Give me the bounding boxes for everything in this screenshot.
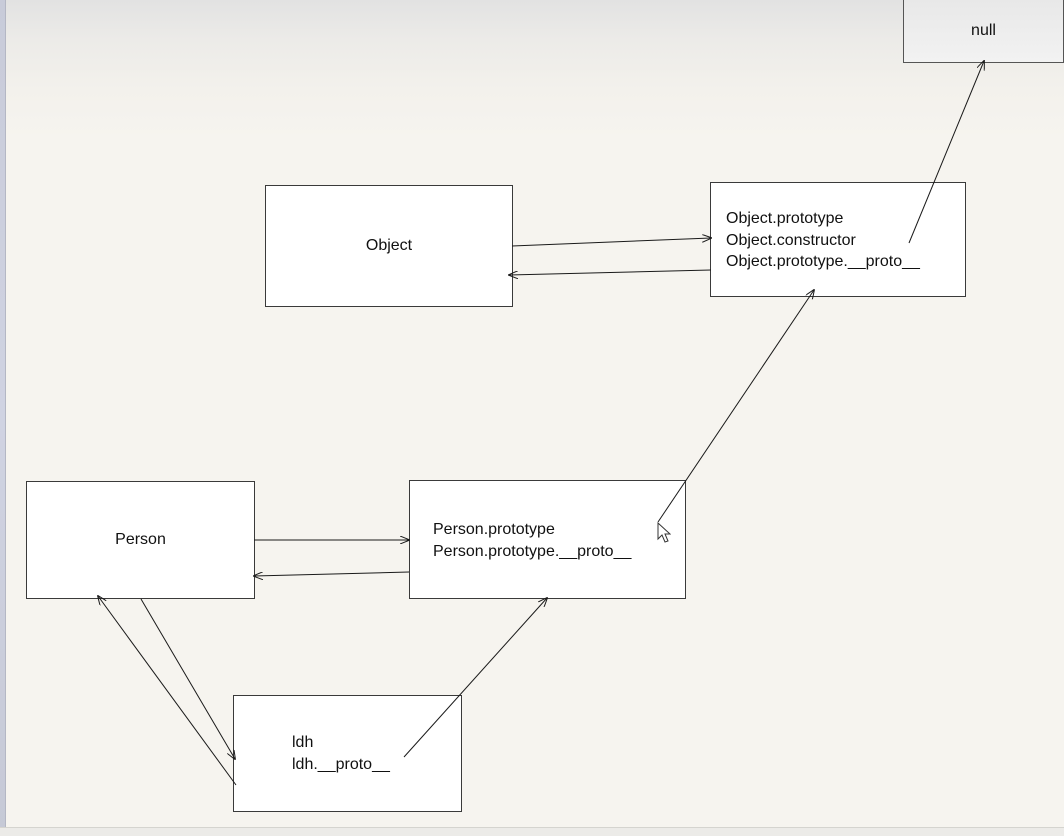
window-bottom-edge	[0, 827, 1064, 836]
person-label: Person	[115, 531, 166, 548]
mouse-pointer-icon	[657, 522, 671, 543]
person-prototype-line: Person.prototype	[433, 521, 555, 538]
object-label: Object	[365, 237, 413, 254]
arrow-object-prototype-to-object	[509, 269, 712, 275]
person-prototype-node[interactable]: Person.prototype Person.prototype.__prot…	[409, 480, 686, 599]
person-prototype-proto-line: Person.prototype.__proto__	[433, 542, 632, 560]
object-prototype-line: Object.prototype	[726, 210, 844, 227]
ldh-proto-line: ldh.__proto__	[292, 755, 390, 773]
ldh-line: ldh	[292, 734, 314, 751]
arrow-person-to-ldh	[140, 598, 235, 759]
ldh-node[interactable]: ldh ldh.__proto__	[233, 695, 462, 812]
arrow-person-prototype-to-person	[254, 571, 410, 576]
arrow-ldh-to-person	[98, 596, 237, 786]
null-node[interactable]: null	[903, 0, 1064, 63]
null-label: null	[971, 21, 996, 39]
object-prototype-node[interactable]: Object.prototype Object.constructor Obje…	[710, 182, 966, 297]
window-left-edge	[0, 0, 6, 836]
arrow-object-to-object-prototype	[511, 238, 711, 247]
object-constructor-line: Object.constructor	[726, 231, 856, 249]
object-prototype-proto-line: Object.prototype.__proto__	[726, 253, 920, 270]
object-node[interactable]: Object	[265, 185, 513, 307]
person-node[interactable]: Person	[26, 481, 255, 599]
